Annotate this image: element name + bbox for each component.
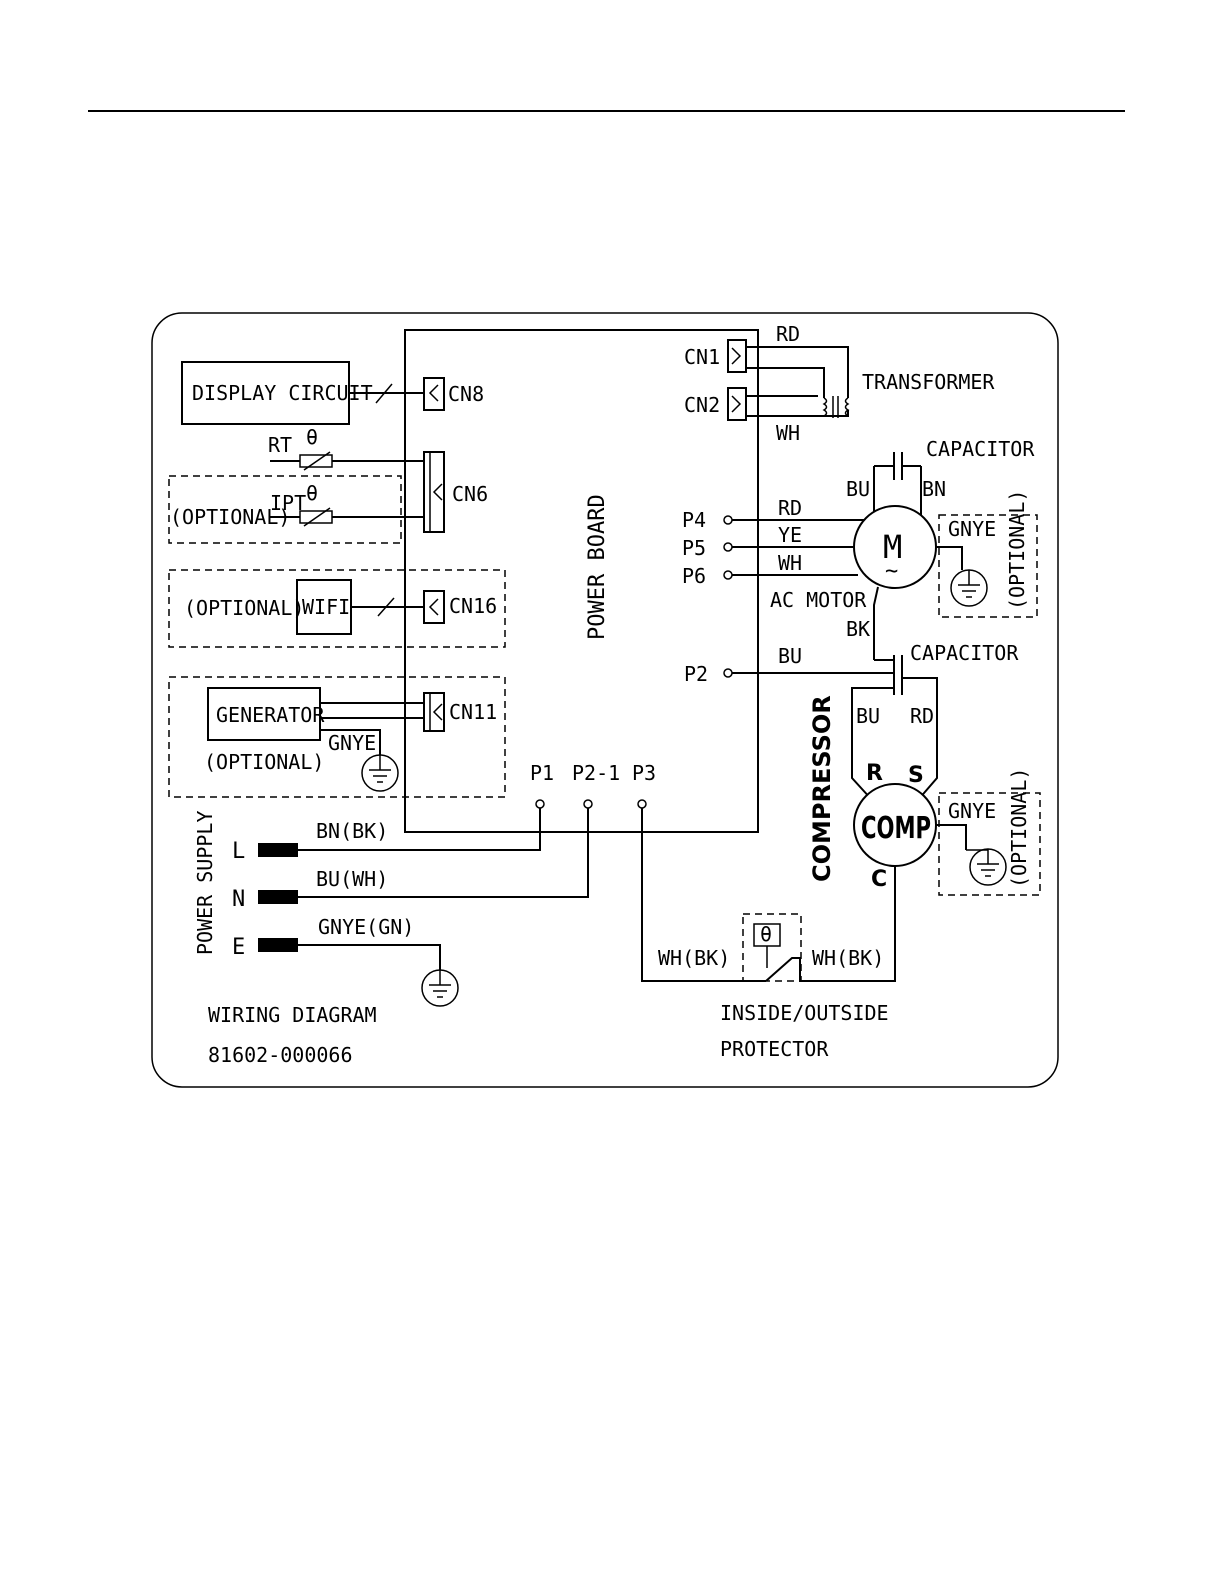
p3-terminal bbox=[637, 799, 647, 809]
p2-bu-label: BU bbox=[778, 644, 802, 668]
ac-motor-label: AC MOTOR bbox=[770, 588, 867, 612]
part-number: 81602-000066 bbox=[208, 1043, 353, 1067]
motor-capacitor-label: CAPACITOR bbox=[926, 437, 1035, 461]
power-board-label: POWER BOARD bbox=[585, 494, 610, 640]
generator-ground-icon bbox=[361, 754, 399, 792]
supply-n-terminal bbox=[258, 890, 298, 904]
p6-label: P6 bbox=[682, 564, 706, 588]
p5-terminal bbox=[723, 542, 733, 552]
motor-m-label: M bbox=[883, 528, 902, 566]
wifi-label: WIFI bbox=[302, 595, 350, 619]
motor-bn-label: BN bbox=[922, 477, 946, 501]
p2-1-label: P2-1 bbox=[572, 761, 620, 785]
p5-ye-label: YE bbox=[778, 523, 802, 547]
optional-wifi-label: (OPTIONAL) bbox=[184, 596, 304, 620]
compressor-comp-label: COMP bbox=[861, 811, 931, 846]
p4-label: P4 bbox=[682, 508, 706, 532]
p2-terminal bbox=[723, 668, 733, 678]
protector-label-line2: PROTECTOR bbox=[720, 1037, 829, 1061]
p4-rd-label: RD bbox=[778, 496, 802, 520]
optional-wifi-box bbox=[168, 569, 506, 648]
gnye-gn-label: GNYE(GN) bbox=[318, 915, 414, 939]
optional-generator-label: (OPTIONAL) bbox=[204, 750, 324, 774]
ipt-theta: θ bbox=[306, 481, 318, 505]
supply-l-label: L bbox=[232, 839, 245, 864]
supply-e-label: E bbox=[232, 935, 245, 960]
rt-label: RT bbox=[268, 433, 292, 457]
p2-1-terminal bbox=[583, 799, 593, 809]
cn11-connector bbox=[423, 692, 445, 732]
generator-label: GENERATOR bbox=[216, 703, 325, 727]
compressor-capacitor-label: CAPACITOR bbox=[910, 641, 1019, 665]
p4-terminal bbox=[723, 515, 733, 525]
p3-label: P3 bbox=[632, 761, 656, 785]
transformer-wh-label: WH bbox=[776, 421, 800, 445]
motor-gnye-label: GNYE bbox=[948, 517, 996, 541]
protector-theta-icon: θ bbox=[760, 922, 772, 946]
transformer-coil-icon bbox=[822, 396, 850, 418]
compressor-rd-label: RD bbox=[910, 704, 934, 728]
compressor-optional-box bbox=[938, 792, 1041, 896]
cn16-label: CN16 bbox=[449, 594, 497, 618]
motor-ground-icon bbox=[950, 569, 988, 607]
supply-n-label: N bbox=[232, 887, 245, 912]
cn6-connector bbox=[423, 451, 445, 533]
motor-optional-box bbox=[938, 514, 1038, 618]
transformer-label: TRANSFORMER bbox=[862, 370, 995, 394]
motor-bu-label: BU bbox=[846, 477, 870, 501]
motor-bk-label: BK bbox=[846, 617, 870, 641]
compressor-ground-icon bbox=[969, 848, 1007, 886]
bu-wh-label: BU(WH) bbox=[316, 867, 388, 891]
optional-ipt-box bbox=[168, 475, 402, 544]
cn1-connector bbox=[727, 339, 747, 373]
supply-ground-icon bbox=[421, 969, 459, 1007]
supply-e-terminal bbox=[258, 938, 298, 952]
power-supply-label: POWER SUPPLY bbox=[193, 811, 217, 956]
cn16-connector bbox=[423, 590, 445, 624]
rt-theta: θ bbox=[306, 425, 318, 449]
p2-label: P2 bbox=[684, 662, 708, 686]
p1-label: P1 bbox=[530, 761, 554, 785]
cn11-label: CN11 bbox=[449, 700, 497, 724]
transformer-rd-label: RD bbox=[776, 322, 800, 346]
p1-terminal bbox=[535, 799, 545, 809]
cn2-label: CN2 bbox=[684, 393, 720, 417]
p6-terminal bbox=[723, 570, 733, 580]
bn-bk-label: BN(BK) bbox=[316, 819, 388, 843]
cn8-label: CN8 bbox=[448, 382, 484, 406]
p5-label: P5 bbox=[682, 536, 706, 560]
cn8-connector bbox=[423, 377, 445, 411]
optional-generator-box bbox=[168, 676, 506, 798]
display-circuit-label: DISPLAY CIRCUIT bbox=[192, 381, 373, 405]
motor-capacitor-icon bbox=[874, 452, 921, 480]
motor-optional-label: (OPTIONAL) bbox=[1005, 490, 1029, 610]
protector-box bbox=[742, 913, 802, 982]
compressor-s-label: S bbox=[908, 763, 924, 788]
compressor-label: COMPRESSOR bbox=[808, 695, 836, 882]
compressor-optional-label: (OPTIONAL) bbox=[1007, 768, 1031, 888]
p6-wh-label: WH bbox=[778, 551, 802, 575]
compressor-r-label: R bbox=[866, 761, 883, 786]
compressor-bu-label: BU bbox=[856, 704, 880, 728]
power-board bbox=[404, 329, 759, 833]
diagram-frame bbox=[151, 312, 1059, 1088]
cn1-label: CN1 bbox=[684, 345, 720, 369]
motor-tilde-label: ~ bbox=[885, 559, 898, 584]
generator-gnye-label: GNYE bbox=[328, 731, 376, 755]
supply-l-terminal bbox=[258, 843, 298, 857]
cn6-label: CN6 bbox=[452, 482, 488, 506]
compressor-c-label: C bbox=[871, 867, 887, 892]
protector-wh-bk-left-label: WH(BK) bbox=[658, 946, 730, 970]
wiring-diagram-title: WIRING DIAGRAM bbox=[208, 1003, 377, 1027]
cn2-connector bbox=[727, 387, 747, 421]
protector-label-line1: INSIDE/OUTSIDE bbox=[720, 1001, 889, 1025]
generator-box bbox=[207, 687, 321, 741]
protector-wh-bk-right-label: WH(BK) bbox=[812, 946, 884, 970]
compressor-gnye-label: GNYE bbox=[948, 799, 996, 823]
